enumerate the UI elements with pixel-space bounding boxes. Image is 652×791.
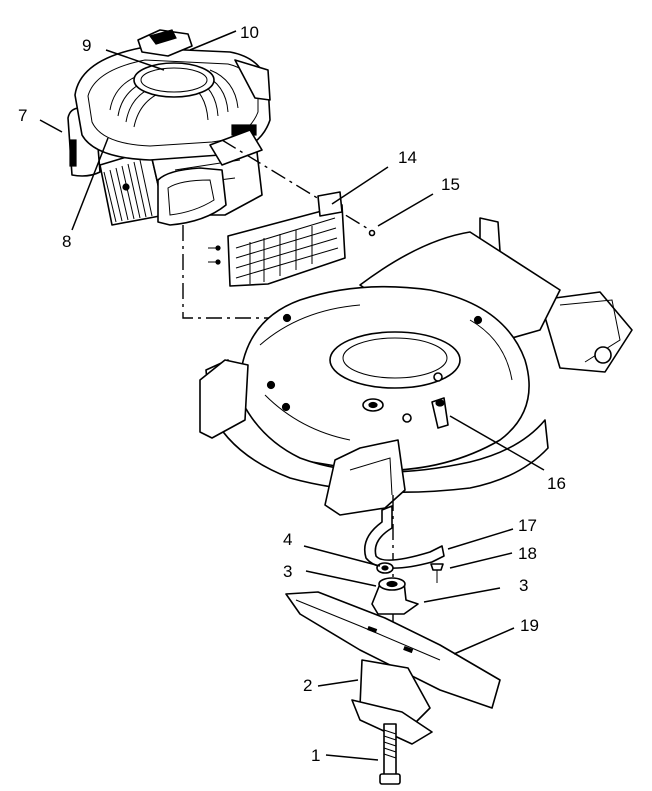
strap-bracket xyxy=(363,505,445,569)
blade-adapter xyxy=(371,577,419,615)
baffle-bracket xyxy=(208,191,376,287)
callout-9: 9 xyxy=(82,36,91,55)
callout-18: 18 xyxy=(518,544,537,563)
washer xyxy=(376,562,394,574)
callout-7: 7 xyxy=(18,106,27,125)
callout-14: 14 xyxy=(398,148,417,167)
callout-1: 1 xyxy=(311,746,320,765)
callout-17: 17 xyxy=(518,516,537,535)
callout-10: 10 xyxy=(240,23,259,42)
engine-assembly xyxy=(67,29,271,226)
leader-lines xyxy=(39,30,545,761)
callout-15: 15 xyxy=(441,175,460,194)
screw xyxy=(430,563,444,583)
callout-16: 16 xyxy=(547,474,566,493)
callout-3-adapter: 3 xyxy=(283,562,292,581)
mulch-baffle xyxy=(351,659,433,745)
mower-deck xyxy=(199,217,633,516)
callout-numbers: 9 10 7 8 14 15 16 17 18 4 3 3 19 2 1 xyxy=(18,23,566,765)
callout-3-blade: 3 xyxy=(519,576,528,595)
blade-bolt xyxy=(379,723,401,785)
callout-19: 19 xyxy=(520,616,539,635)
mower-blade xyxy=(285,591,501,709)
callout-2: 2 xyxy=(303,676,312,695)
callout-4: 4 xyxy=(283,530,292,549)
callout-8: 8 xyxy=(62,232,71,251)
